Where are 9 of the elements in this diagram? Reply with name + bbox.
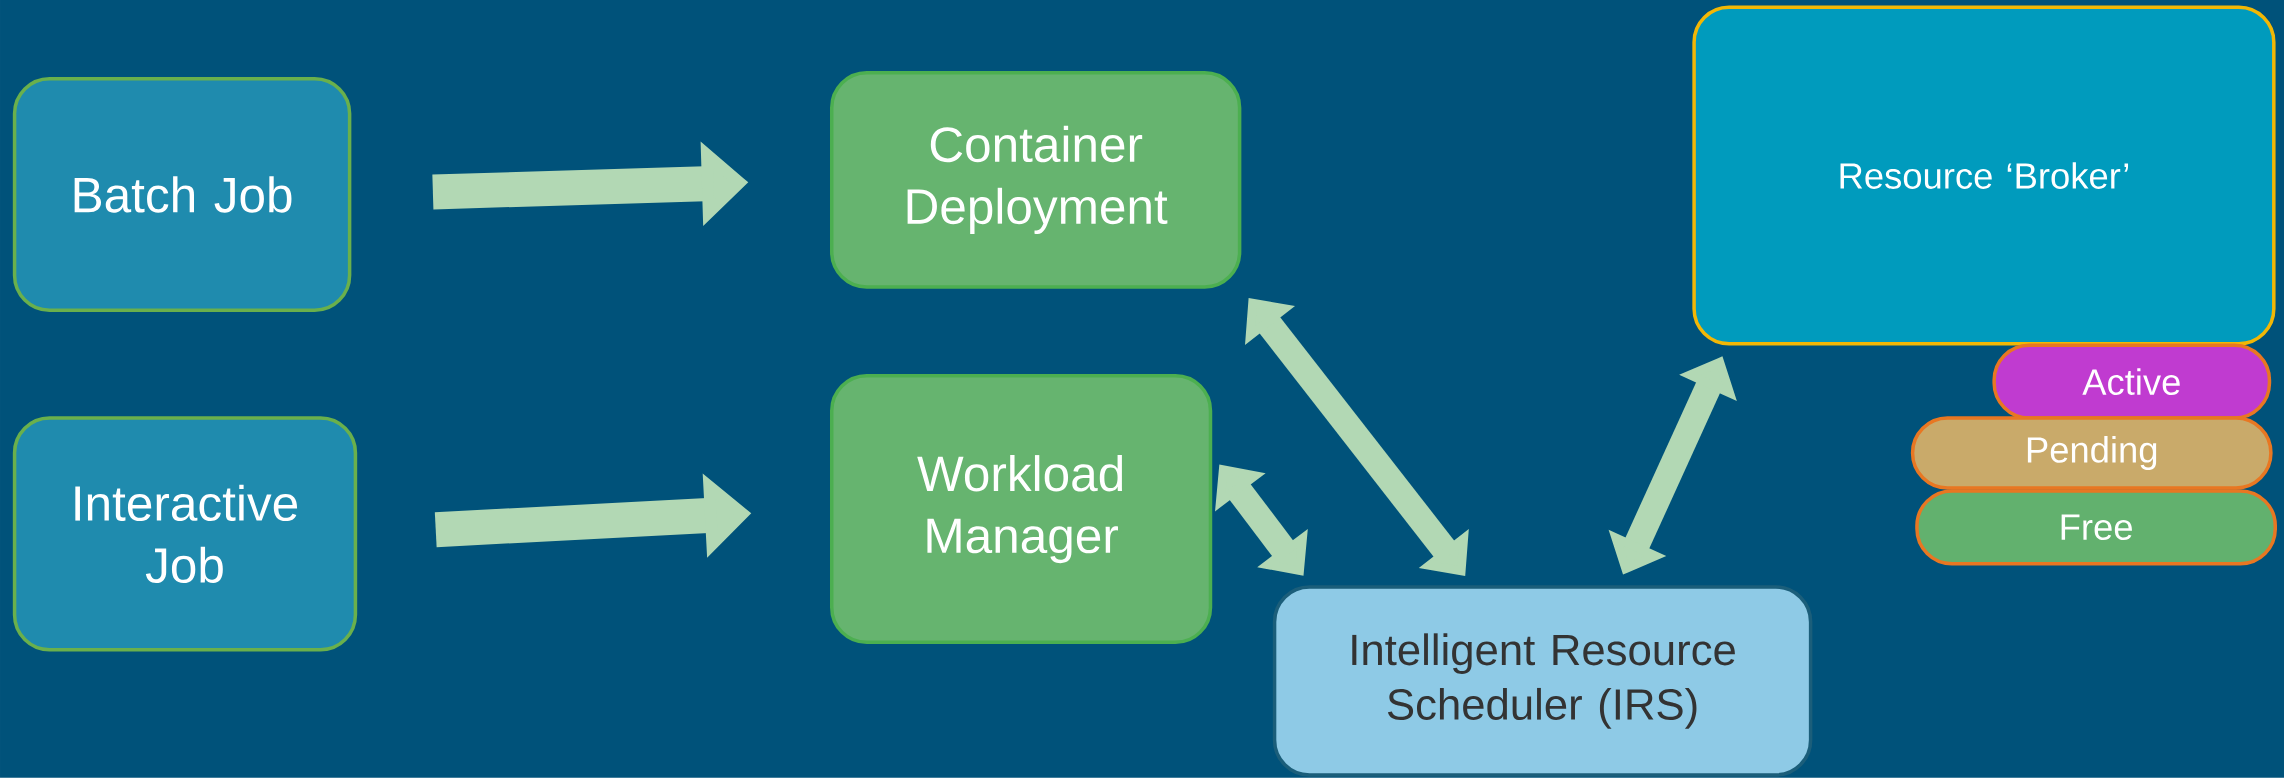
- process-box: Container Deployment: [830, 71, 1242, 289]
- status-box: Free: [1915, 489, 2278, 566]
- scheduler-box: Intelligent Resource Scheduler (IRS): [1272, 585, 1813, 777]
- job-box: Interactive Job: [12, 416, 358, 652]
- status-box: Active: [1992, 343, 2272, 420]
- status-box: Pending: [1910, 416, 2273, 490]
- process-box: Workload Manager: [830, 374, 1213, 645]
- job-box: Batch Job: [12, 77, 352, 313]
- broker-box: Resource ‘Broker’: [1692, 5, 2276, 346]
